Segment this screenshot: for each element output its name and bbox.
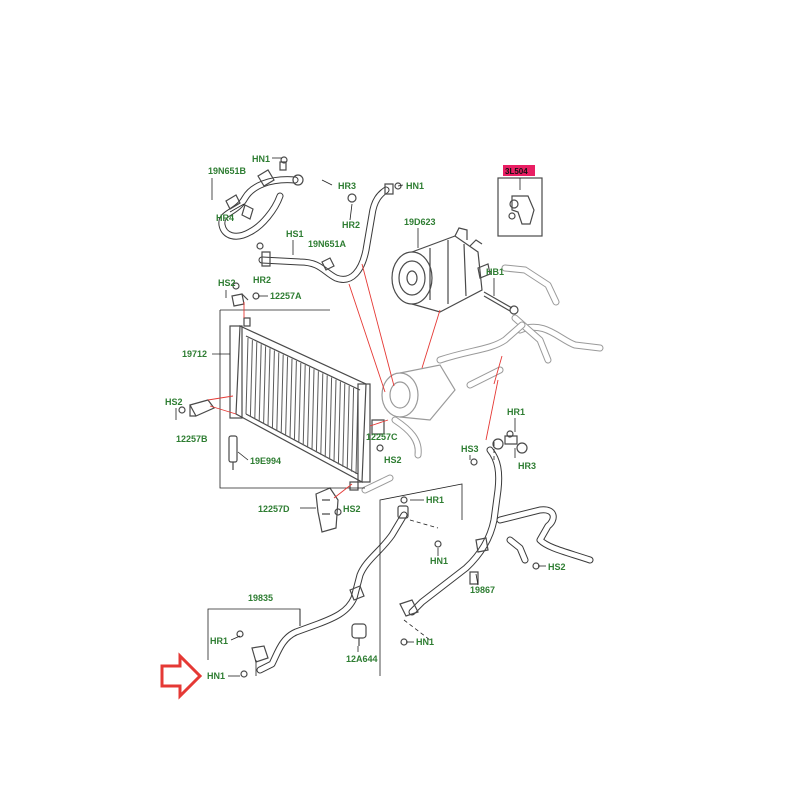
condenser-fin: [315, 371, 319, 453]
condenser-fin: [249, 340, 253, 417]
red-leaders: [207, 263, 503, 499]
label-hs2-top: HS2: [218, 278, 236, 288]
condenser-frame: [219, 309, 365, 489]
condenser-fin: [276, 352, 280, 431]
label-hb1: HB1: [486, 267, 504, 277]
condenser-fin: [346, 385, 350, 470]
label-hn1-top2: HN1: [406, 181, 424, 191]
label-19e994: 19E994: [250, 456, 281, 466]
condenser-fin: [333, 379, 337, 463]
bolt-hb1: [483, 291, 519, 315]
frame-top-right: [379, 483, 463, 596]
bracket-12257c: [371, 419, 385, 435]
label-hs3: HS3: [461, 444, 479, 454]
condenser-fin: [289, 358, 293, 439]
condenser-fin: [351, 387, 355, 472]
label-hr2-top: HR2: [342, 220, 360, 230]
condenser-fin: [285, 356, 289, 436]
label-12a644: 12A644: [346, 654, 378, 664]
condenser-fin: [280, 354, 284, 434]
label-19867: 19867: [470, 585, 495, 595]
hose-19835: [251, 505, 409, 674]
label-hn1-bottom: HN1: [207, 671, 225, 681]
label-hs2-bottom: HS2: [343, 504, 361, 514]
label-19n651a: 19N651A: [308, 239, 347, 249]
label-12257a: 12257A: [270, 291, 302, 301]
hose-19n651b: [218, 161, 304, 240]
label-hr3-top: HR3: [338, 181, 356, 191]
compressor-19d623: [391, 227, 491, 313]
condenser-fin: [337, 381, 341, 465]
bracket-12257b: [189, 399, 215, 417]
label-hr4: HR4: [216, 213, 234, 223]
fasteners: [178, 156, 540, 678]
label-hr1-left: HR1: [210, 636, 228, 646]
label-19n651b: 19N651B: [208, 166, 247, 176]
condenser-fin: [324, 375, 328, 458]
label-3l504: 3L504: [505, 167, 528, 176]
condenser-fin: [245, 337, 249, 415]
condenser-fin: [342, 383, 346, 467]
label-hs1: HS1: [286, 229, 304, 239]
condenser-fin: [258, 344, 262, 422]
bracket-12257a: [231, 293, 249, 307]
label-19712: 19712: [182, 349, 207, 359]
label-12257b: 12257B: [176, 434, 208, 444]
sensor-12a644: [351, 623, 367, 646]
desiccant-19e994: [228, 435, 238, 470]
dashed-link-2: [403, 619, 431, 641]
label-19835: 19835: [248, 593, 273, 603]
condenser-fin: [298, 362, 302, 443]
dashed-link-1: [409, 519, 439, 529]
right-arrow-outline-icon: [160, 652, 203, 700]
label-hs2-right: HS2: [548, 562, 566, 572]
label-hr1-right: HR1: [507, 407, 525, 417]
frame-19835-bottom: [255, 596, 381, 676]
label-19d623: 19D623: [404, 217, 436, 227]
condenser-fin: [263, 346, 267, 424]
bracket-12257d: [315, 487, 339, 533]
label-hn1-center: HN1: [416, 637, 434, 647]
condenser-fin: [302, 365, 306, 446]
condenser-fin: [293, 360, 297, 441]
label-hr2-mid: HR2: [253, 275, 271, 285]
hose-19n651a: [258, 183, 394, 283]
condenser-fin: [267, 348, 271, 427]
label-12257d: 12257D: [258, 504, 290, 514]
condenser-fin: [311, 369, 315, 451]
condenser-fin: [254, 342, 258, 419]
label-hr3-right: HR3: [518, 461, 536, 471]
label-hn1-mid: HN1: [430, 556, 448, 566]
condenser-19712: [229, 317, 371, 491]
condenser-fin: [271, 350, 275, 429]
label-hs2-left: HS2: [165, 397, 183, 407]
label-leaders: [175, 157, 546, 677]
label-12257c: 12257C: [366, 432, 398, 442]
condenser-fin: [307, 367, 311, 448]
condenser-fin: [320, 373, 324, 455]
label-hr1-mid: HR1: [426, 495, 444, 505]
label-hn1-top: HN1: [252, 154, 270, 164]
condenser-fin: [329, 377, 333, 460]
ghost-pipework-right: [361, 264, 604, 494]
label-hs2-center: HS2: [384, 455, 402, 465]
